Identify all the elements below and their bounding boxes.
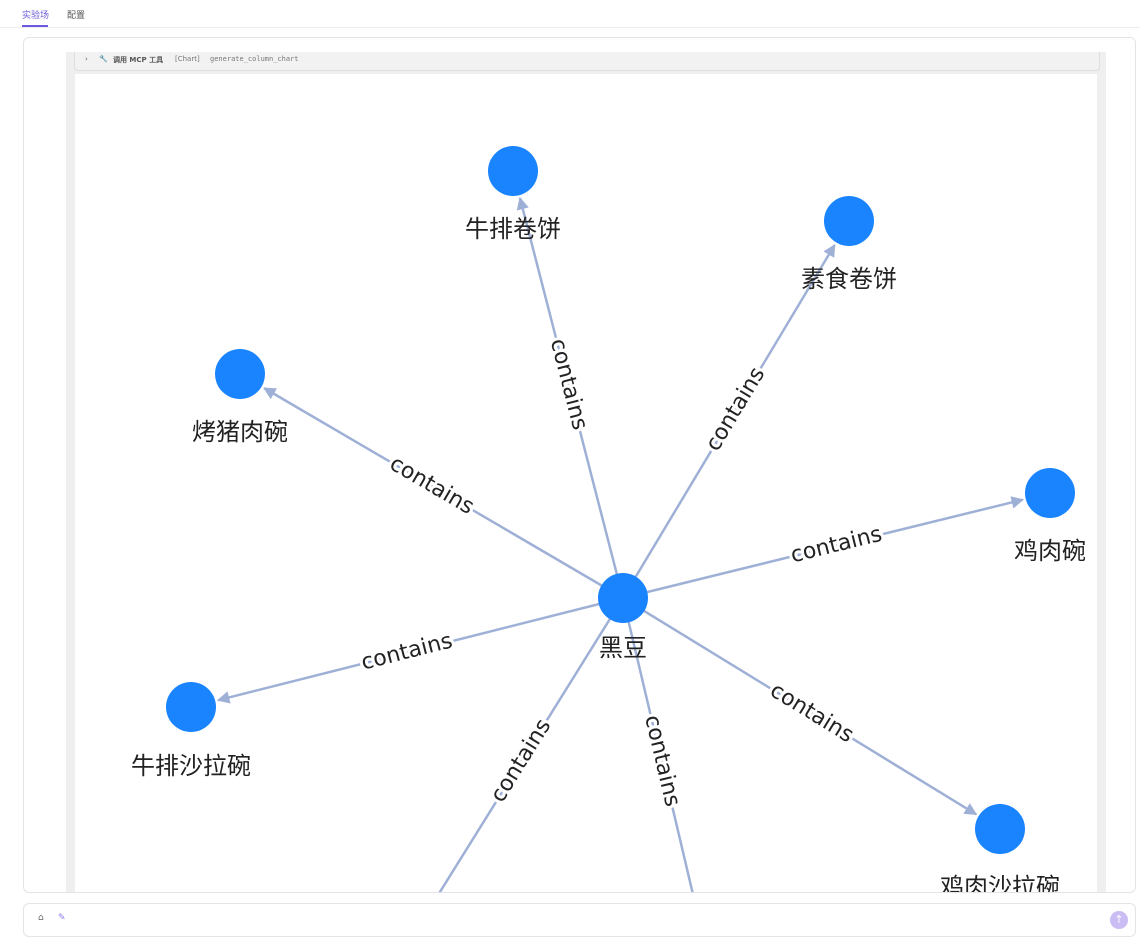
tab-config[interactable]: 配置 [67,11,86,21]
graph-edge [263,387,624,600]
graph-edge [216,596,624,704]
graph-edge-label: contains [766,678,858,748]
graph-edge-label: contains [359,629,455,676]
graph-node[interactable] [824,196,874,246]
graph-node-label: 牛排卷饼 [465,215,561,243]
active-tab-indicator [22,25,48,27]
panel-scrollbar[interactable]: ▲ ▼ [1132,78,1136,892]
graph-node[interactable] [215,349,265,399]
graph-node[interactable] [166,682,216,732]
top-tab-bar: 实验场 配置 [0,0,1140,28]
graph-node[interactable] [975,804,1025,854]
chat-panel: › 🔧 调用 MCP 工具 [Chart] generate_column_ch… [23,37,1136,893]
graph-edge-label: contains [701,363,770,456]
wrench-icon: 🔧 [99,55,108,63]
graph-edge-label: contains [385,451,478,520]
wand-icon[interactable]: ✎ [58,913,66,923]
network-graph: contains contains contains contains contains… [131,146,1086,892]
chevron-right-icon[interactable]: › [85,55,88,63]
graph-node[interactable] [1025,468,1075,518]
scroll-up-arrow[interactable]: ▲ [1132,92,1135,100]
graph-node[interactable] [488,146,538,196]
tool-call-header[interactable]: › 🔧 调用 MCP 工具 [Chart] generate_column_ch… [74,52,1100,71]
graph-node-center-label: 黑豆 [599,634,647,662]
chat-input[interactable] [84,911,1088,931]
graph-edge [622,496,1025,600]
graph-edge [622,596,978,816]
graph-node-label: 素食卷饼 [801,265,897,293]
graph-node-label: 烤猪肉碗 [192,418,288,446]
chat-input-bar: ⌂ ✎ ↑ [23,903,1136,937]
graph-node-center[interactable] [598,573,648,623]
tool-function-name: generate_column_chart [210,55,299,63]
tool-call-title: 调用 MCP 工具 [113,56,164,64]
graph-edge [621,243,836,599]
graph-frame: contains contains contains contains contains… [75,74,1097,892]
graph-edge [438,597,625,892]
send-button[interactable]: ↑ [1110,911,1128,929]
graph-node-label: 牛排沙拉碗 [131,752,251,780]
graph-edge-label: contains [639,713,685,809]
home-icon[interactable]: ⌂ [38,913,44,923]
graph-edge [621,597,694,892]
graph-edge-label: contains [486,715,556,807]
graph-edge-label: contains [545,336,592,432]
tool-tag: [Chart] [175,55,200,63]
graph-node-label: 鸡肉碗 [1014,537,1086,565]
graph-edge [516,196,625,599]
graph-node-label: 鸡肉沙拉碗 [940,873,1060,892]
scroll-thumb[interactable] [1135,198,1136,528]
graph-edge-label: contains [788,522,884,569]
tab-playground[interactable]: 实验场 [22,11,50,21]
